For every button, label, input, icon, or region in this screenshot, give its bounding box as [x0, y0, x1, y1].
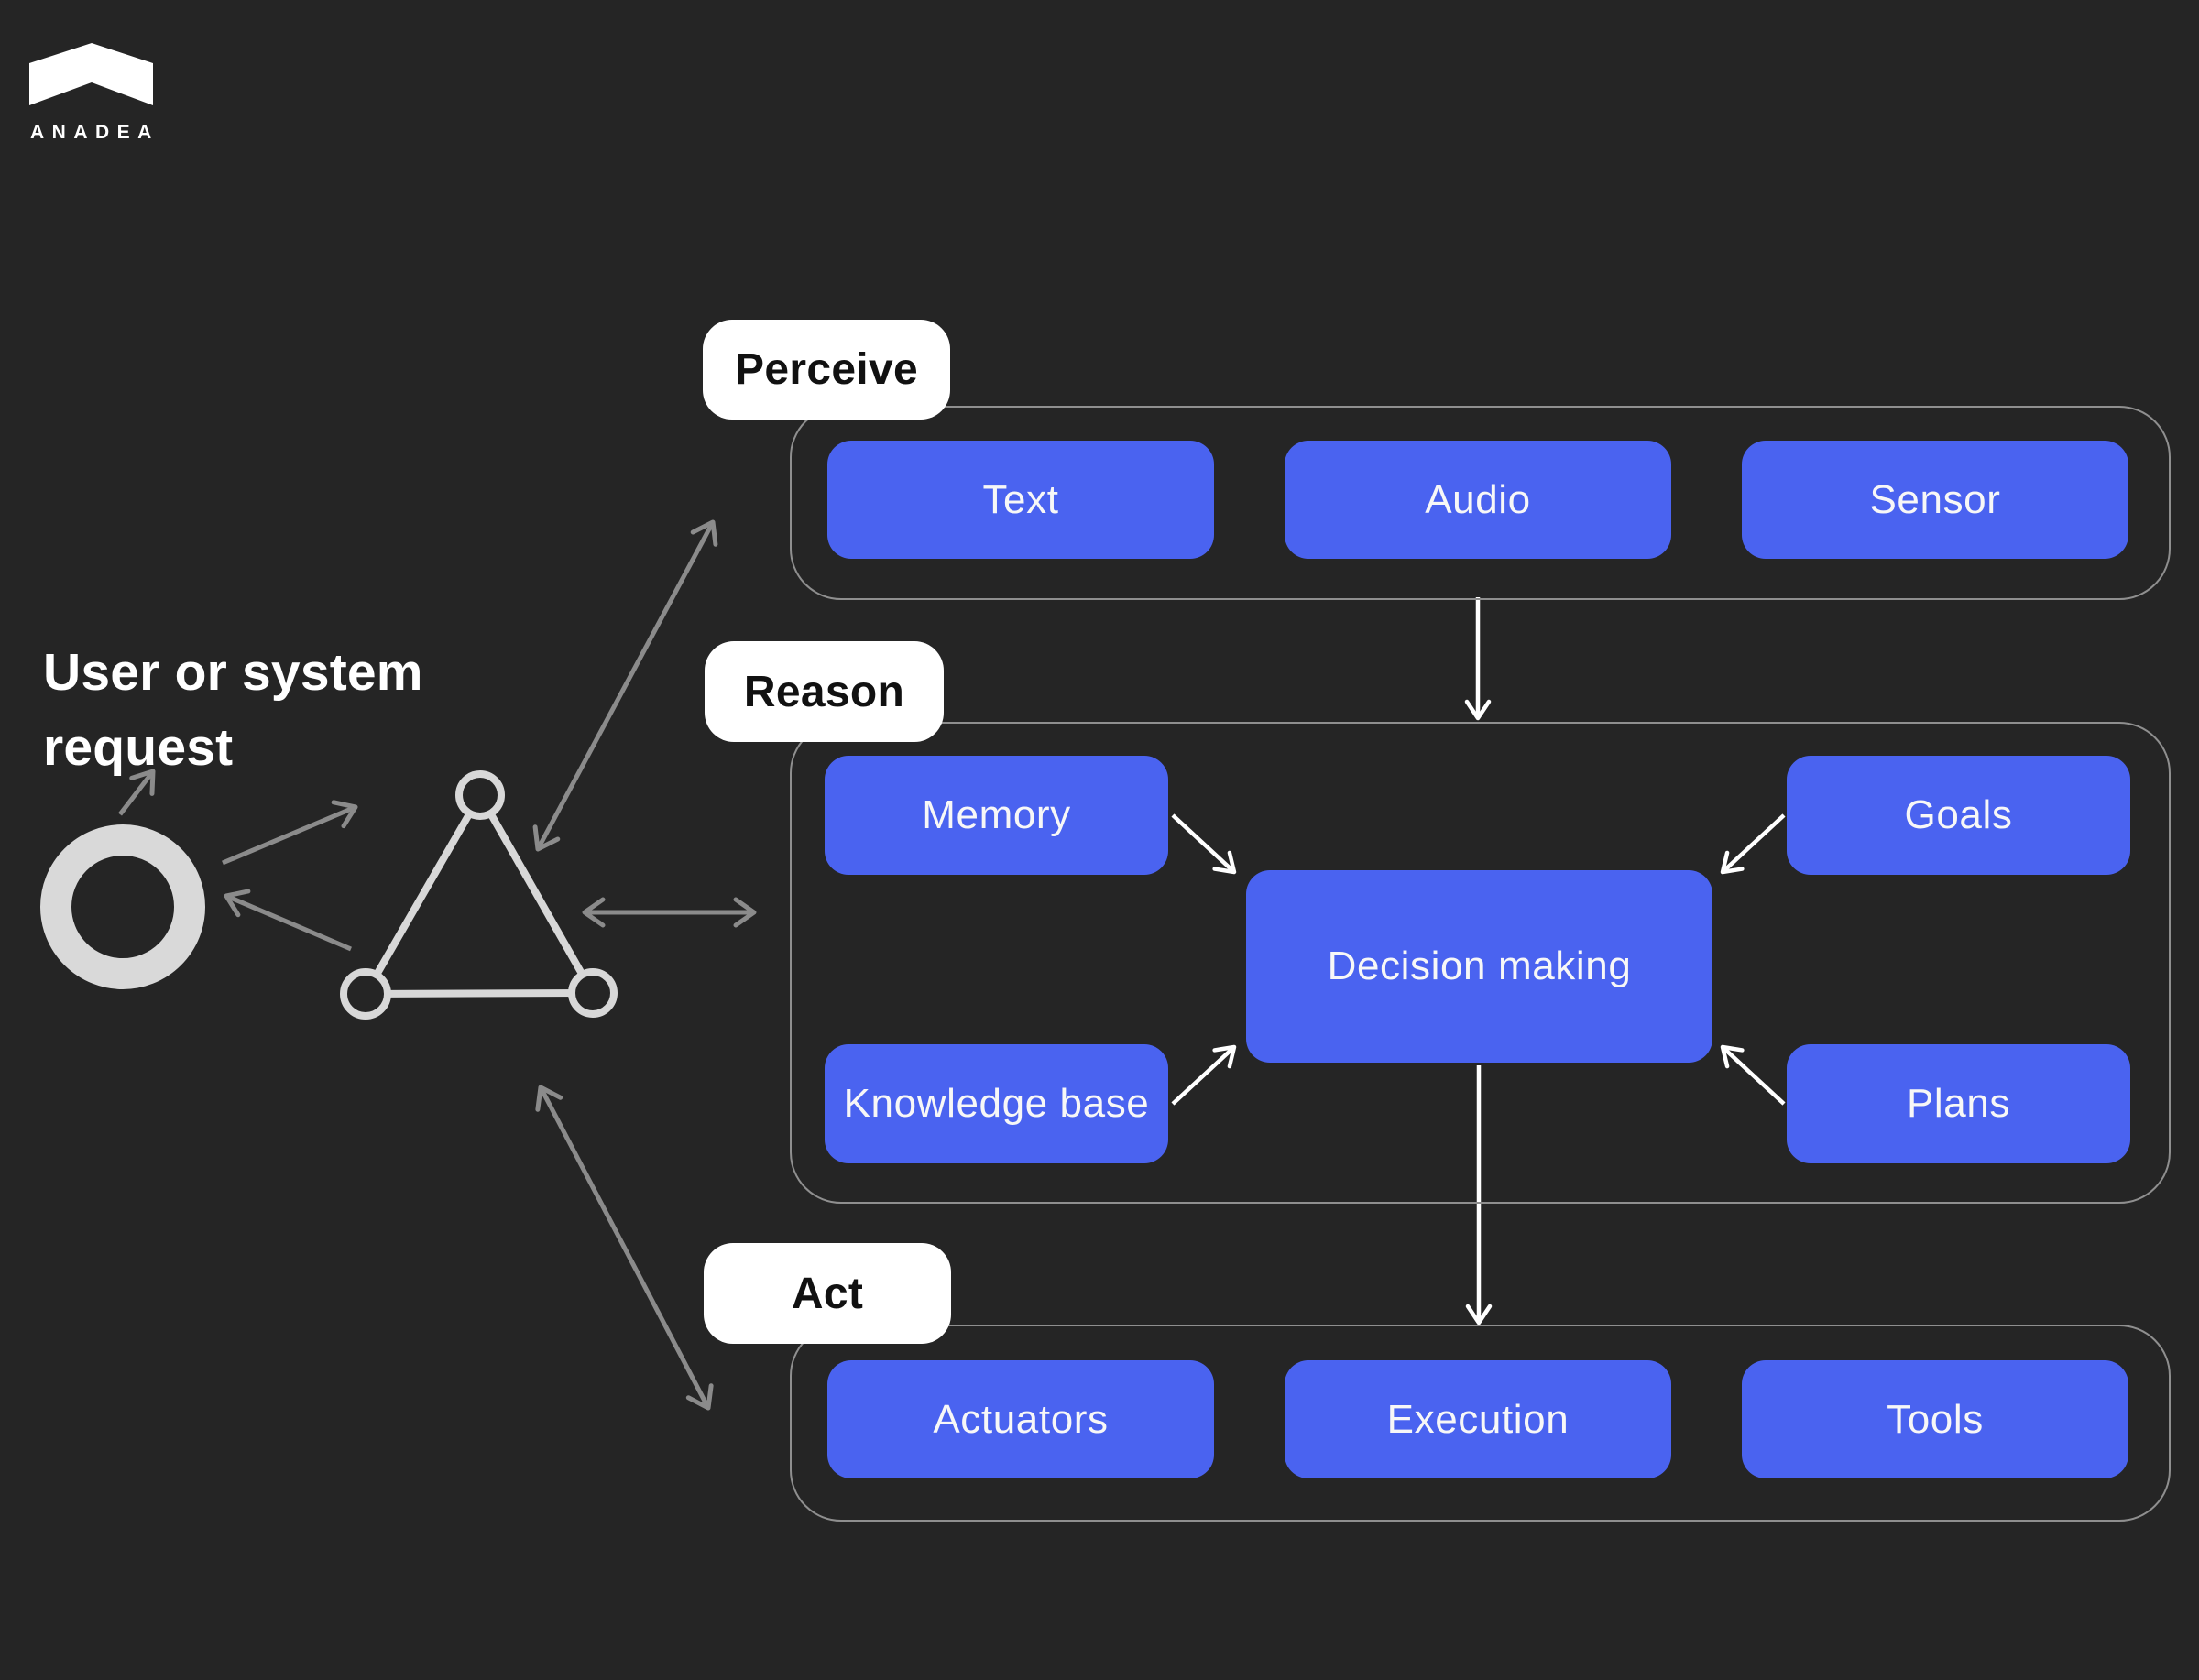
user-request-circle-icon — [40, 824, 205, 989]
decision-making-button[interactable]: Decision making — [1246, 870, 1712, 1063]
arrow-triangle-to-circle — [224, 889, 352, 952]
knowledge-base-button[interactable]: Knowledge base — [825, 1044, 1168, 1163]
arrow-triangle-perceive — [532, 519, 718, 852]
goals-button[interactable]: Goals — [1787, 756, 2130, 875]
tools-button[interactable]: Tools — [1742, 1360, 2128, 1478]
text-button[interactable]: Text — [827, 441, 1214, 559]
request-label: User or system request — [43, 635, 423, 785]
reason-section-label: Reason — [705, 641, 944, 742]
anadea-logo — [29, 41, 154, 107]
arrow-triangle-act — [535, 1085, 714, 1411]
execution-button[interactable]: Execution — [1285, 1360, 1671, 1478]
audio-button[interactable]: Audio — [1285, 441, 1671, 559]
actuators-button[interactable]: Actuators — [827, 1360, 1214, 1478]
memory-button[interactable]: Memory — [825, 756, 1168, 875]
arrow-circle-to-triangle — [222, 800, 358, 866]
sensor-button[interactable]: Sensor — [1742, 441, 2128, 559]
act-section-container — [790, 1325, 2171, 1522]
anadea-chevron-icon — [29, 43, 153, 105]
request-label-line2: request — [43, 718, 234, 777]
reason-section-container — [790, 722, 2171, 1204]
perceive-section-label: Perceive — [703, 320, 950, 420]
request-label-line1: User or system — [43, 643, 423, 702]
agent-triangle-icon — [340, 770, 618, 1020]
act-section-label: Act — [704, 1243, 951, 1344]
plans-button[interactable]: Plans — [1787, 1044, 2130, 1163]
perceive-section-container — [790, 406, 2171, 600]
brand-name: ANADEA — [30, 122, 159, 143]
